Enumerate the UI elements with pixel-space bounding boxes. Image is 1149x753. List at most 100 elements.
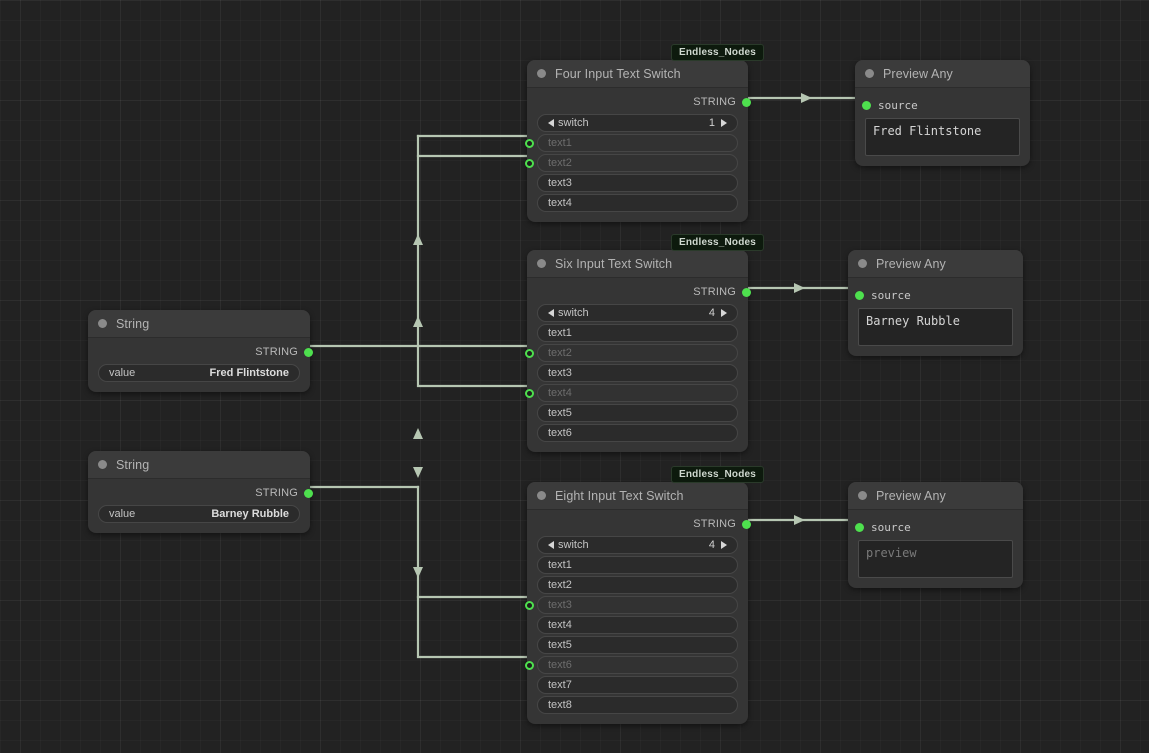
collapse-dot-icon[interactable]	[537, 69, 546, 78]
node-header[interactable]: Four Input Text Switch	[527, 60, 748, 88]
node-preview-any-middle[interactable]: Preview Any source Barney Rubble	[848, 250, 1023, 356]
input-slot-text1[interactable]: text1	[537, 324, 738, 342]
output-slot-string[interactable]: STRING	[537, 282, 751, 302]
input-slot-text2[interactable]: text2	[537, 576, 738, 594]
collapse-dot-icon[interactable]	[537, 259, 546, 268]
node-body: STRING switch 4 text1 text2 text3 text4	[525, 510, 751, 724]
input-port-source[interactable]	[855, 290, 864, 300]
output-port-string[interactable]	[742, 97, 751, 107]
node-six-input-text-switch[interactable]: Six Input Text Switch STRING switch 4 te…	[525, 250, 751, 452]
input-slot-source[interactable]: source	[862, 96, 1020, 114]
output-slot-string[interactable]: STRING	[537, 92, 751, 112]
output-slot-label: STRING	[255, 487, 298, 499]
input-port-source[interactable]	[862, 100, 871, 110]
node-header[interactable]: Preview Any	[848, 250, 1023, 278]
collapse-dot-icon[interactable]	[537, 491, 546, 500]
output-slot-label: STRING	[693, 96, 736, 108]
next-arrow-icon[interactable]	[721, 309, 727, 317]
input-slot-text3[interactable]: text3	[537, 174, 738, 192]
badge-endless-nodes-four: Endless_Nodes	[671, 44, 765, 61]
input-slot-label: text2	[548, 347, 572, 359]
input-port-text2[interactable]	[525, 348, 534, 358]
badge-endless-nodes-eight: Endless_Nodes	[671, 466, 765, 483]
node-header[interactable]: Eight Input Text Switch	[527, 482, 748, 510]
output-slot-string[interactable]: STRING	[98, 483, 313, 503]
wire-arrow-up-1	[413, 234, 423, 245]
widget-switch-stepper[interactable]: switch 1	[537, 114, 738, 132]
next-arrow-icon[interactable]	[721, 119, 727, 127]
input-slot-source[interactable]: source	[855, 286, 1013, 304]
input-slot-text6[interactable]: text6	[537, 424, 738, 442]
node-header[interactable]: Preview Any	[848, 482, 1023, 510]
input-slot-text4[interactable]: text4	[537, 616, 738, 634]
input-port-text2[interactable]	[525, 158, 534, 168]
input-port-text6[interactable]	[525, 660, 534, 670]
input-port-text3[interactable]	[525, 600, 534, 610]
wire-barney-eight-text3	[416, 485, 535, 599]
input-slot-text3[interactable]: text3	[525, 596, 738, 614]
node-eight-input-text-switch[interactable]: Eight Input Text Switch STRING switch 4 …	[525, 482, 751, 724]
input-slot-text3[interactable]: text3	[537, 364, 738, 382]
widget-value[interactable]: value Fred Flintstone	[98, 364, 300, 382]
widget-value-text: Fred Flintstone	[209, 367, 289, 379]
node-preview-any-bottom[interactable]: Preview Any source preview	[848, 482, 1023, 588]
input-port-text4[interactable]	[525, 388, 534, 398]
input-slot-label: text6	[548, 659, 572, 671]
input-slot-text7[interactable]: text7	[537, 676, 738, 694]
input-slot-label: text7	[548, 679, 572, 691]
input-slot-label: source	[871, 520, 911, 534]
output-slot-string[interactable]: STRING	[98, 342, 313, 362]
widget-switch-stepper[interactable]: switch 4	[537, 536, 738, 554]
input-slot-label: text4	[548, 197, 572, 209]
node-body: source Barney Rubble	[848, 278, 1023, 356]
input-slot-text2[interactable]: text2	[525, 154, 738, 172]
collapse-dot-icon[interactable]	[98, 319, 107, 328]
prev-arrow-icon[interactable]	[548, 309, 554, 317]
input-slot-source[interactable]: source	[855, 518, 1013, 536]
collapse-dot-icon[interactable]	[858, 491, 867, 500]
collapse-dot-icon[interactable]	[98, 460, 107, 469]
input-slot-text8[interactable]: text8	[537, 696, 738, 714]
node-header[interactable]: Six Input Text Switch	[527, 250, 748, 278]
collapse-dot-icon[interactable]	[858, 259, 867, 268]
node-header[interactable]: Preview Any	[855, 60, 1030, 88]
input-slot-text4[interactable]: text4	[537, 194, 738, 212]
input-slot-label: text3	[548, 599, 572, 611]
input-slot-text1[interactable]: text1	[537, 556, 738, 574]
output-port-string[interactable]	[742, 287, 751, 297]
collapse-dot-icon[interactable]	[865, 69, 874, 78]
input-slot-text6[interactable]: text6	[525, 656, 738, 674]
input-port-source[interactable]	[855, 522, 864, 532]
preview-text-output: Barney Rubble	[858, 308, 1013, 346]
input-slot-label: text1	[548, 559, 572, 571]
wire-barney-eight-text6	[416, 595, 535, 659]
preview-text-output: Fred Flintstone	[865, 118, 1020, 156]
widget-label: switch	[558, 539, 589, 551]
node-string-fred[interactable]: String STRING value Fred Flintstone	[88, 310, 313, 392]
input-slot-text5[interactable]: text5	[537, 404, 738, 422]
input-slot-text4[interactable]: text4	[525, 384, 738, 402]
widget-value[interactable]: value Barney Rubble	[98, 505, 300, 523]
node-header[interactable]: String	[88, 310, 310, 338]
input-port-text1[interactable]	[525, 138, 534, 148]
prev-arrow-icon[interactable]	[548, 541, 554, 549]
node-header[interactable]: String	[88, 451, 310, 479]
widget-switch-stepper[interactable]: switch 4	[537, 304, 738, 322]
node-preview-any-top[interactable]: Preview Any source Fred Flintstone	[855, 60, 1030, 166]
node-title: Six Input Text Switch	[555, 256, 673, 271]
prev-arrow-icon[interactable]	[548, 119, 554, 127]
input-slot-text5[interactable]: text5	[537, 636, 738, 654]
node-string-barney[interactable]: String STRING value Barney Rubble	[88, 451, 313, 533]
output-port-string[interactable]	[304, 488, 313, 498]
input-slot-label: text6	[548, 427, 572, 439]
node-title: Eight Input Text Switch	[555, 488, 684, 503]
output-slot-string[interactable]: STRING	[537, 514, 751, 534]
input-slot-text1[interactable]: text1	[525, 134, 738, 152]
input-slot-text2[interactable]: text2	[525, 344, 738, 362]
next-arrow-icon[interactable]	[721, 541, 727, 549]
output-port-string[interactable]	[742, 519, 751, 529]
node-four-input-text-switch[interactable]: Four Input Text Switch STRING switch 1 t…	[525, 60, 751, 222]
output-port-string[interactable]	[304, 347, 313, 357]
node-title: Four Input Text Switch	[555, 66, 681, 81]
